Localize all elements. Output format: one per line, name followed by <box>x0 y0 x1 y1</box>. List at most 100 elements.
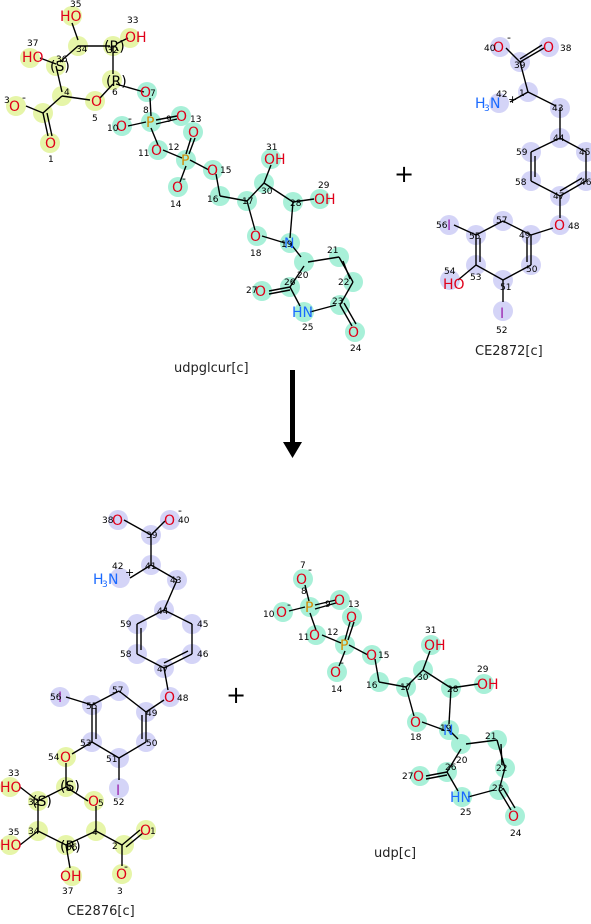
svg-text:35: 35 <box>70 0 81 10</box>
svg-text:36: 36 <box>56 55 68 65</box>
svg-text:O: O <box>60 750 71 766</box>
svg-text:43: 43 <box>170 576 181 586</box>
svg-text:28: 28 <box>447 685 459 695</box>
svg-text:O: O <box>296 572 307 588</box>
svg-text:16: 16 <box>366 681 378 691</box>
svg-text:37: 37 <box>27 39 38 49</box>
svg-text:19: 19 <box>281 240 293 250</box>
svg-text:20: 20 <box>297 271 309 281</box>
svg-text:(S): (S) <box>32 794 52 810</box>
svg-text:I: I <box>58 690 62 706</box>
svg-text:O: O <box>366 648 377 664</box>
svg-text:42: 42 <box>496 90 507 100</box>
svg-text:N: N <box>490 96 500 112</box>
svg-text:O: O <box>88 794 99 810</box>
svg-text:33: 33 <box>127 16 138 26</box>
svg-text:O: O <box>255 284 266 300</box>
svg-text:31: 31 <box>425 626 436 636</box>
svg-text:+: + <box>125 566 134 579</box>
svg-text:O: O <box>346 610 357 626</box>
svg-text:45: 45 <box>579 148 590 158</box>
svg-text:31: 31 <box>266 143 277 153</box>
svg-text:-: - <box>287 598 291 611</box>
svg-text:(R): (R) <box>106 74 127 90</box>
svg-text:7: 7 <box>150 89 156 99</box>
svg-text:5: 5 <box>98 799 104 809</box>
svg-text:H: H <box>475 96 486 112</box>
svg-text:32: 32 <box>107 46 118 56</box>
svg-text:I: I <box>447 218 451 234</box>
svg-text:HO: HO <box>22 50 44 66</box>
svg-text:59: 59 <box>120 620 132 630</box>
svg-text:22: 22 <box>496 764 507 774</box>
svg-text:55: 55 <box>469 232 480 242</box>
svg-text:14: 14 <box>331 685 343 695</box>
label-udp: udp[c] <box>374 846 417 861</box>
svg-text:38: 38 <box>560 44 572 54</box>
highlight-ce2876-glucuronide <box>0 747 156 886</box>
svg-text:50: 50 <box>526 265 538 275</box>
svg-text:(S): (S) <box>50 59 70 75</box>
svg-text:8: 8 <box>143 106 149 116</box>
svg-text:21: 21 <box>485 732 496 742</box>
svg-text:OH: OH <box>314 192 336 208</box>
svg-text:53: 53 <box>80 739 91 749</box>
svg-text:22: 22 <box>338 278 349 288</box>
svg-text:O: O <box>140 85 151 101</box>
svg-text:9: 9 <box>325 600 331 610</box>
svg-text:O: O <box>164 513 175 529</box>
svg-text:18: 18 <box>250 249 262 259</box>
svg-text:40: 40 <box>178 516 190 526</box>
svg-text:11: 11 <box>138 149 149 159</box>
svg-text:N: N <box>284 236 294 252</box>
svg-text:36: 36 <box>66 843 78 853</box>
svg-text:O: O <box>554 218 565 234</box>
svg-text:3: 3 <box>484 104 490 114</box>
svg-text:P: P <box>181 153 189 169</box>
svg-text:10: 10 <box>107 124 119 134</box>
molecule-udpglcur: HO OH HO (R) (S) (R) O O - O O P O - O O… <box>4 0 365 354</box>
svg-text:HO: HO <box>60 9 82 25</box>
svg-text:49: 49 <box>519 231 531 241</box>
svg-text:25: 25 <box>302 323 313 333</box>
svg-text:O: O <box>250 229 261 245</box>
plus-sign-bottom: + <box>226 681 247 709</box>
svg-text:19: 19 <box>440 724 452 734</box>
svg-text:56: 56 <box>50 693 62 703</box>
svg-text:14: 14 <box>170 200 182 210</box>
svg-text:32: 32 <box>28 798 39 808</box>
svg-text:12: 12 <box>168 143 179 153</box>
svg-text:O: O <box>116 119 127 135</box>
svg-text:23: 23 <box>492 784 503 794</box>
svg-text:O: O <box>508 809 519 825</box>
svg-text:O: O <box>207 163 218 179</box>
svg-text:17: 17 <box>242 197 253 207</box>
svg-text:30: 30 <box>417 673 429 683</box>
svg-text:13: 13 <box>348 600 359 610</box>
svg-text:2: 2 <box>112 842 118 852</box>
svg-text:15: 15 <box>378 651 389 661</box>
svg-text:45: 45 <box>197 620 208 630</box>
svg-text:-: - <box>22 91 26 104</box>
svg-text:10: 10 <box>263 610 275 620</box>
label-udpglcur: udpglcur[c] <box>174 361 249 376</box>
svg-text:1: 1 <box>48 155 54 165</box>
svg-text:-: - <box>178 504 182 517</box>
svg-text:HO: HO <box>443 277 465 293</box>
svg-text:58: 58 <box>120 650 132 660</box>
svg-text:P: P <box>340 638 348 654</box>
svg-text:44: 44 <box>553 134 565 144</box>
svg-text:O: O <box>276 605 287 621</box>
svg-text:24: 24 <box>510 829 522 839</box>
svg-text:1: 1 <box>150 827 156 837</box>
svg-text:OH: OH <box>60 869 82 885</box>
svg-text:9: 9 <box>166 115 172 125</box>
svg-text:O: O <box>334 593 345 609</box>
svg-text:O: O <box>348 325 359 341</box>
svg-text:27: 27 <box>246 286 257 296</box>
svg-text:HN: HN <box>450 790 471 806</box>
svg-text:O: O <box>330 665 341 681</box>
svg-text:4: 4 <box>92 828 98 838</box>
svg-text:I: I <box>500 306 504 322</box>
